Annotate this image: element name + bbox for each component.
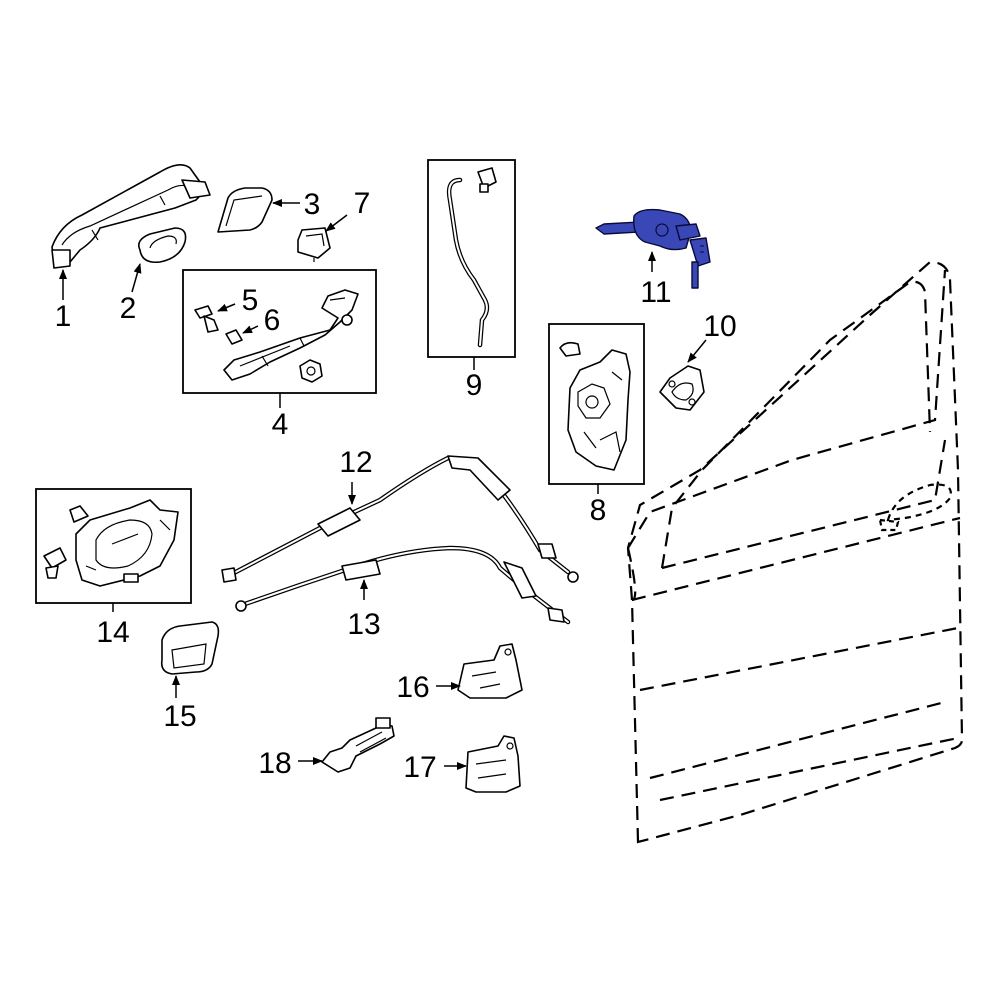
part-17-lower-hinge <box>465 735 521 793</box>
part-13-cable <box>235 545 571 625</box>
part-11-key-cylinder <box>595 208 711 289</box>
part-3-cylinder-cover <box>217 187 273 233</box>
box-8 <box>548 323 645 485</box>
callout-1: 1 <box>55 300 72 333</box>
leader-2 <box>131 263 142 293</box>
leader-6 <box>242 325 259 334</box>
callout-16: 16 <box>396 671 429 704</box>
callout-13: 13 <box>347 608 380 641</box>
part-7-clip <box>297 227 331 262</box>
callout-5: 5 <box>242 284 259 317</box>
part-16-upper-hinge <box>457 643 523 699</box>
part-6-nut <box>225 329 243 345</box>
part-4-handle-frame <box>223 289 359 381</box>
part-10-striker <box>659 365 705 411</box>
box-9 <box>427 159 516 358</box>
part-12-cable <box>221 455 579 583</box>
part-14-inside-handle <box>43 499 179 587</box>
callout-18: 18 <box>258 747 291 780</box>
leader-5 <box>217 303 236 312</box>
callout-10: 10 <box>703 310 736 343</box>
callout-7: 7 <box>354 187 371 220</box>
callout-17: 17 <box>403 751 436 784</box>
callout-4: 4 <box>272 408 289 441</box>
callout-14: 14 <box>96 616 129 649</box>
callout-8: 8 <box>590 494 607 527</box>
part-5-screw <box>194 305 219 333</box>
part-4-hex-nut <box>299 359 323 383</box>
leader-7 <box>325 214 348 232</box>
callout-2: 2 <box>120 292 137 325</box>
callout-6: 6 <box>264 304 281 337</box>
part-15-handle-bezel <box>160 621 220 675</box>
part-1-outside-handle <box>51 164 211 269</box>
callout-3: 3 <box>304 188 321 221</box>
callout-9: 9 <box>466 369 483 402</box>
front-door-outline <box>626 260 964 844</box>
callout-12: 12 <box>339 446 372 479</box>
part-18-door-check <box>321 717 395 773</box>
part-9-lock-rod <box>446 167 497 348</box>
part-8-lock-actuator <box>559 341 631 471</box>
part-2-handle-cover <box>137 227 187 264</box>
callout-15: 15 <box>163 700 196 733</box>
callout-11: 11 <box>640 276 671 309</box>
leader-10 <box>687 339 707 363</box>
